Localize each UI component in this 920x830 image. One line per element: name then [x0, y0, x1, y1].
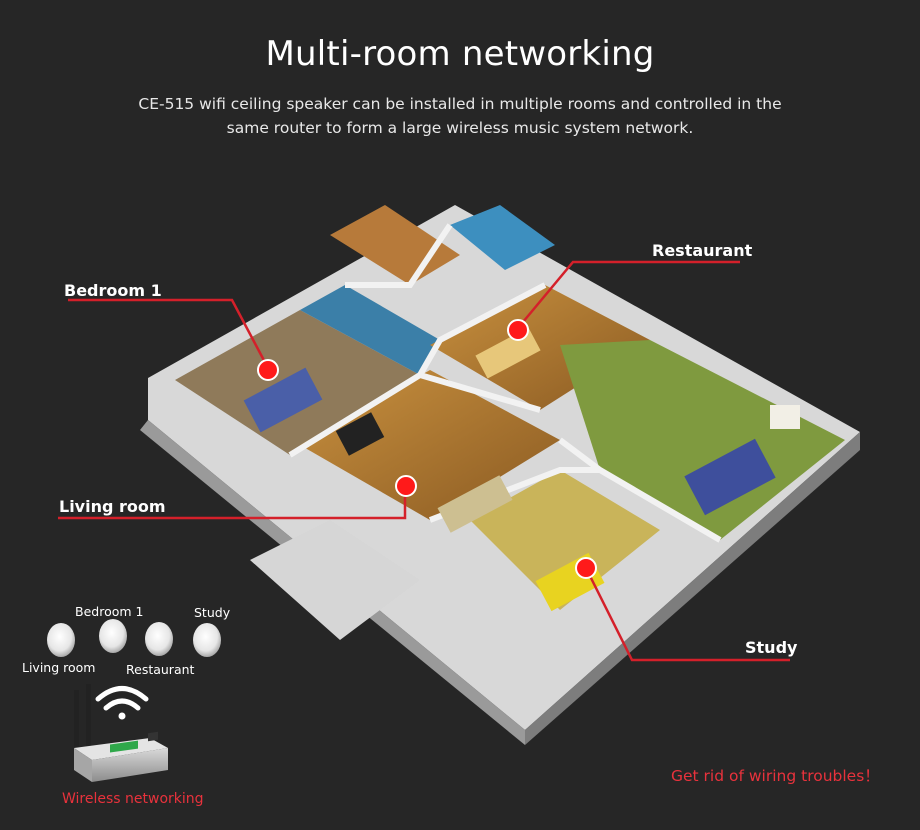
callout-study-label: Study	[745, 638, 798, 657]
wifi-icon	[95, 686, 149, 720]
speaker-label-living-room: Living room	[22, 660, 96, 675]
speaker-dot-living-room	[395, 475, 417, 497]
speaker-label-restaurant: Restaurant	[126, 662, 195, 677]
speaker-dot-bedroom	[257, 359, 279, 381]
router-icon	[74, 684, 168, 782]
speaker-dot-restaurant	[507, 319, 529, 341]
callout-bedroom-label: Bedroom 1	[64, 281, 162, 300]
page-title: Multi-room networking	[265, 34, 655, 74]
speaker-label-study: Study	[194, 605, 231, 620]
ceiling-speaker-icon	[47, 619, 221, 657]
router-caption: Wireless networking	[62, 791, 204, 807]
callout-restaurant-label: Restaurant	[652, 241, 753, 260]
page-subtitle: CE-515 wifi ceiling speaker can be insta…	[138, 95, 782, 137]
tagline: Get rid of wiring troubles！	[671, 767, 880, 785]
house-floors	[175, 205, 845, 640]
callout-living-room-label: Living room	[59, 497, 166, 516]
speaker-label-bedroom: Bedroom 1	[75, 604, 144, 619]
speaker-dot-study	[575, 557, 597, 579]
